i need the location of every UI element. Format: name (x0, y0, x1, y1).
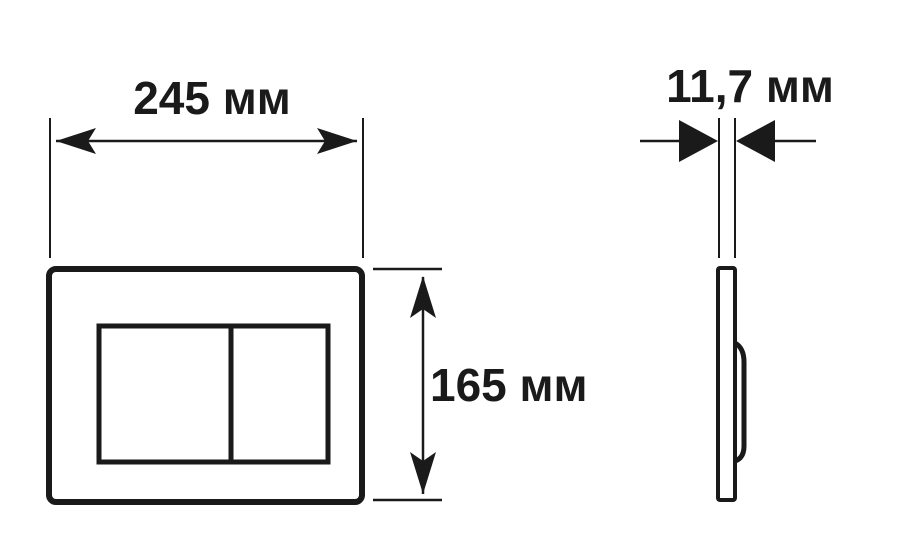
front-view (46, 266, 365, 505)
plate-outline (46, 266, 365, 505)
height-dimension: 165 мм (373, 267, 588, 502)
depth-arrowhead-left-icon (679, 120, 718, 162)
small-flush-button (234, 329, 326, 460)
width-dimension: 245 мм (49, 72, 364, 258)
height-arrowhead-bottom-icon (410, 452, 436, 494)
depth-dimension: 11,7 мм (640, 60, 834, 258)
width-arrowhead-left-icon (56, 128, 96, 154)
width-label: 245 мм (133, 72, 291, 124)
height-arrowhead-top-icon (410, 276, 436, 318)
width-arrowhead-right-icon (317, 128, 357, 154)
height-label: 165 мм (430, 359, 588, 411)
plate-side-profile (716, 266, 737, 502)
button-side-profile (733, 340, 747, 464)
buttons-frame (96, 323, 331, 465)
large-flush-button (102, 329, 229, 460)
depth-arrowhead-right-icon (736, 120, 775, 162)
side-view (716, 266, 747, 502)
depth-label: 11,7 мм (666, 60, 834, 112)
